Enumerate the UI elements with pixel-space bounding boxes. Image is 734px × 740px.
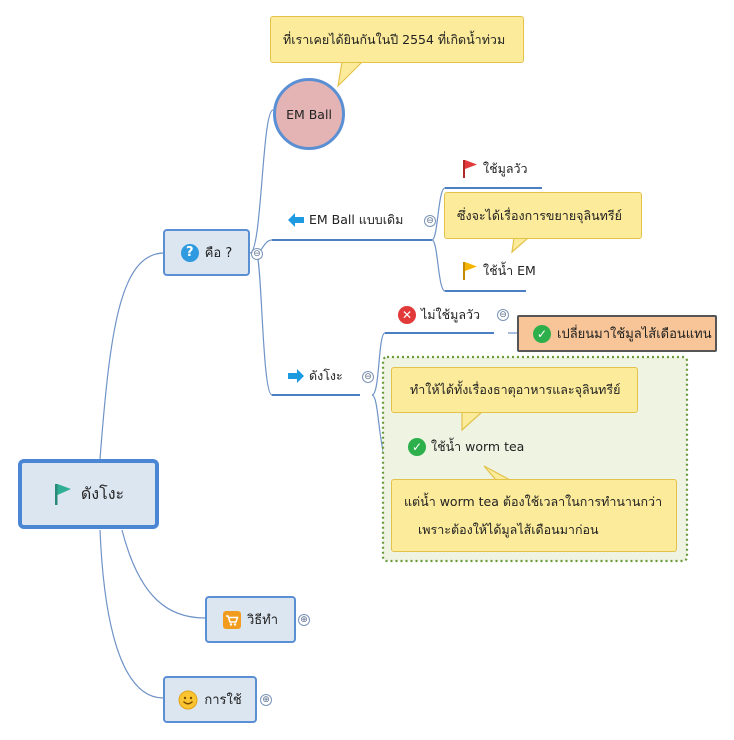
- worm-tea-callout: แต่น้ำ worm tea ต้องใช้เวลาในการทำนานกว่…: [391, 479, 677, 552]
- no-cow-node[interactable]: ✕ ไม่ใช้มูลวัว: [398, 304, 480, 326]
- nutrient-callout: ทำให้ได้ทั้งเรื่องธาตุอาหารและจุลินทรีย์: [391, 367, 638, 413]
- cart-icon: [222, 610, 241, 629]
- topic-how[interactable]: วิธีทำ: [205, 596, 296, 643]
- collapse-toggle-em-old[interactable]: ⊖: [424, 215, 436, 227]
- yellow-flag-icon: [463, 262, 477, 280]
- topic-use[interactable]: การใช้: [163, 676, 257, 723]
- em-ball-old-label: EM Ball แบบเดิม: [309, 212, 404, 227]
- em-ball-callout: ที่เราเคยได้ยินกันในปี 2554 ที่เกิดน้ำท่…: [270, 16, 524, 63]
- expand-toggle-use[interactable]: ⊕: [260, 694, 272, 706]
- collapse-toggle-what[interactable]: ⊖: [251, 248, 263, 260]
- question-icon: ?: [180, 243, 199, 262]
- earthworm-label: เปลี่ยนมาใช้มูลไส้เดือนแทน: [557, 327, 712, 342]
- em-ball-label: EM Ball: [286, 106, 332, 122]
- worm-tea-callout-line2: เพราะต้องให้ได้มูลไส้เดือนมาก่อน: [418, 521, 599, 537]
- dango-label: ดังโงะ: [309, 368, 343, 383]
- dango-node[interactable]: ดังโงะ: [288, 366, 343, 386]
- red-flag-icon: [463, 160, 477, 178]
- worm-tea-callout-line1: แต่น้ำ worm tea ต้องใช้เวลาในการทำนานกว่…: [404, 493, 663, 509]
- cow-manure-label: ใช้มูลวัว: [483, 161, 528, 176]
- em-water-node[interactable]: ใช้น้ำ EM: [462, 260, 536, 282]
- central-topic-label: ดังโงะ: [80, 483, 125, 503]
- em-ball-node[interactable]: EM Ball: [273, 78, 345, 150]
- cow-manure-node[interactable]: ใช้มูลวัว: [462, 158, 528, 180]
- cross-icon: ✕: [398, 306, 416, 324]
- smiley-icon: [178, 690, 198, 709]
- arrow-left-icon: [288, 213, 304, 227]
- check-icon: ✓: [408, 438, 426, 456]
- check-icon: ✓: [533, 324, 551, 343]
- topic-how-label: วิธีทำ: [246, 613, 279, 628]
- topic-what[interactable]: ? คือ ?: [163, 229, 250, 276]
- topic-what-label: คือ ?: [204, 246, 233, 261]
- em-water-label: ใช้น้ำ EM: [483, 263, 536, 278]
- em-old-callout: ซึ่งจะได้เรื่องการขยายจุลินทรีย์: [444, 192, 642, 239]
- expand-toggle-how[interactable]: ⊕: [298, 614, 310, 626]
- arrow-right-icon: [288, 369, 304, 383]
- earthworm-node[interactable]: ✓ เปลี่ยนมาใช้มูลไส้เดือนแทน: [517, 315, 717, 352]
- no-cow-label: ไม่ใช้มูลวัว: [421, 307, 481, 322]
- worm-tea-label: ใช้น้ำ worm tea: [431, 439, 525, 454]
- collapse-toggle-dango[interactable]: ⊖: [362, 371, 374, 383]
- flag-icon: [54, 484, 71, 505]
- central-topic[interactable]: ดังโงะ: [18, 459, 159, 529]
- em-ball-old-node[interactable]: EM Ball แบบเดิม: [288, 210, 403, 230]
- topic-use-label: การใช้: [204, 693, 242, 708]
- collapse-toggle-no-cow[interactable]: ⊖: [497, 309, 509, 321]
- worm-tea-node[interactable]: ✓ ใช้น้ำ worm tea: [408, 436, 524, 458]
